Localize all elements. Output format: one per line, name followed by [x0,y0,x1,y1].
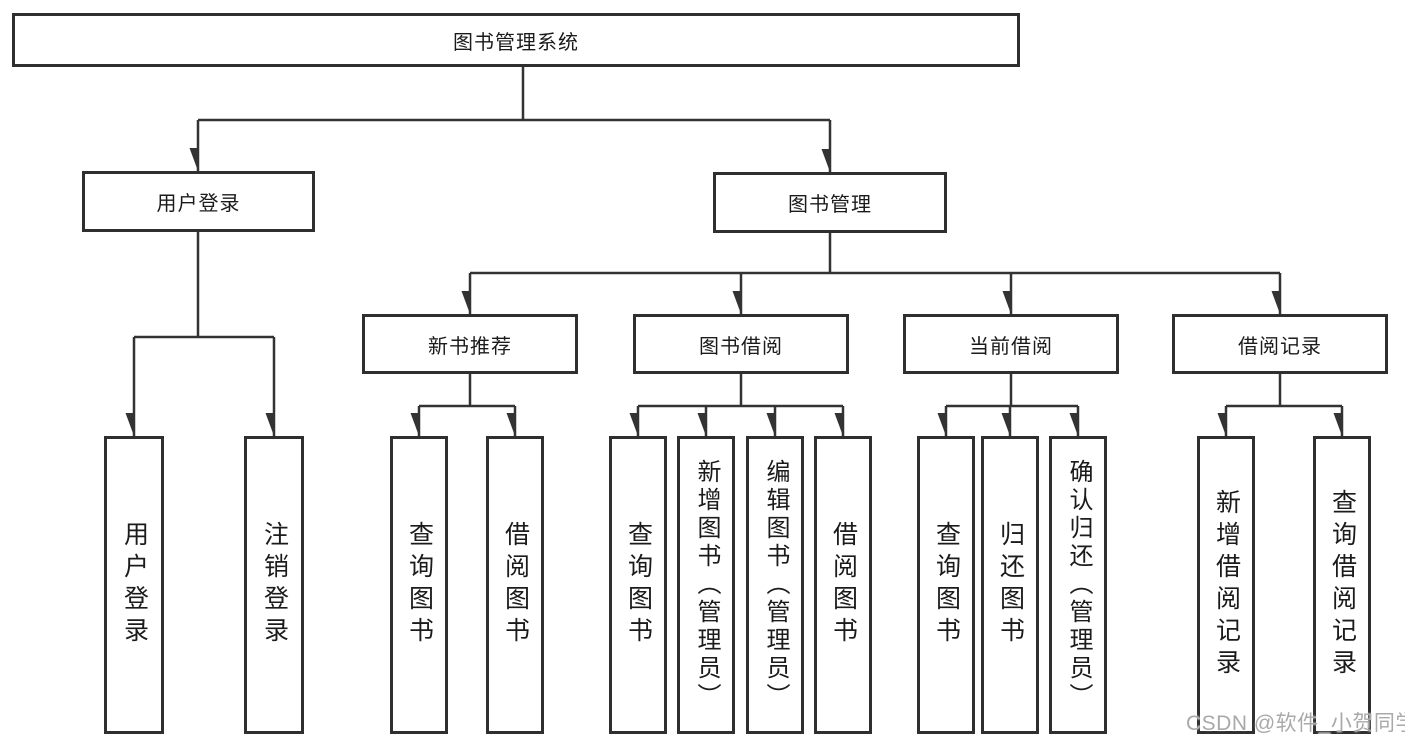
leaf-query-books-2: 查询图书 [609,436,667,734]
leaf-query-borrow-record: 查询借阅记录 [1313,436,1371,734]
leaf-logout: 注销登录 [244,436,304,734]
leaf-user-login: 用户登录 [104,436,164,734]
node-new-book-recommend: 新书推荐 [362,314,578,374]
leaf-add-book-admin: 新增图书（管理员） [677,436,735,734]
node-library-management-system: 图书管理系统 [12,13,1020,67]
node-book-management: 图书管理 [713,172,947,233]
leaf-borrow-books-1: 借阅图书 [486,436,544,734]
leaf-query-books-1: 查询图书 [390,436,448,734]
leaf-borrow-books-2: 借阅图书 [814,436,872,734]
leaf-add-borrow-record: 新增借阅记录 [1197,436,1255,734]
leaf-edit-book-admin: 编辑图书（管理员） [746,436,804,734]
leaf-return-books: 归还图书 [981,436,1039,734]
leaf-confirm-return-admin: 确认归还（管理员） [1049,436,1107,734]
node-book-borrow: 图书借阅 [633,314,849,374]
node-current-borrow: 当前借阅 [903,314,1119,374]
leaf-query-books-3: 查询图书 [917,436,975,734]
csdn-watermark: CSDN @软件_小贺同学 [1186,712,1405,735]
node-borrow-records: 借阅记录 [1172,314,1388,374]
node-user-login: 用户登录 [82,171,315,232]
